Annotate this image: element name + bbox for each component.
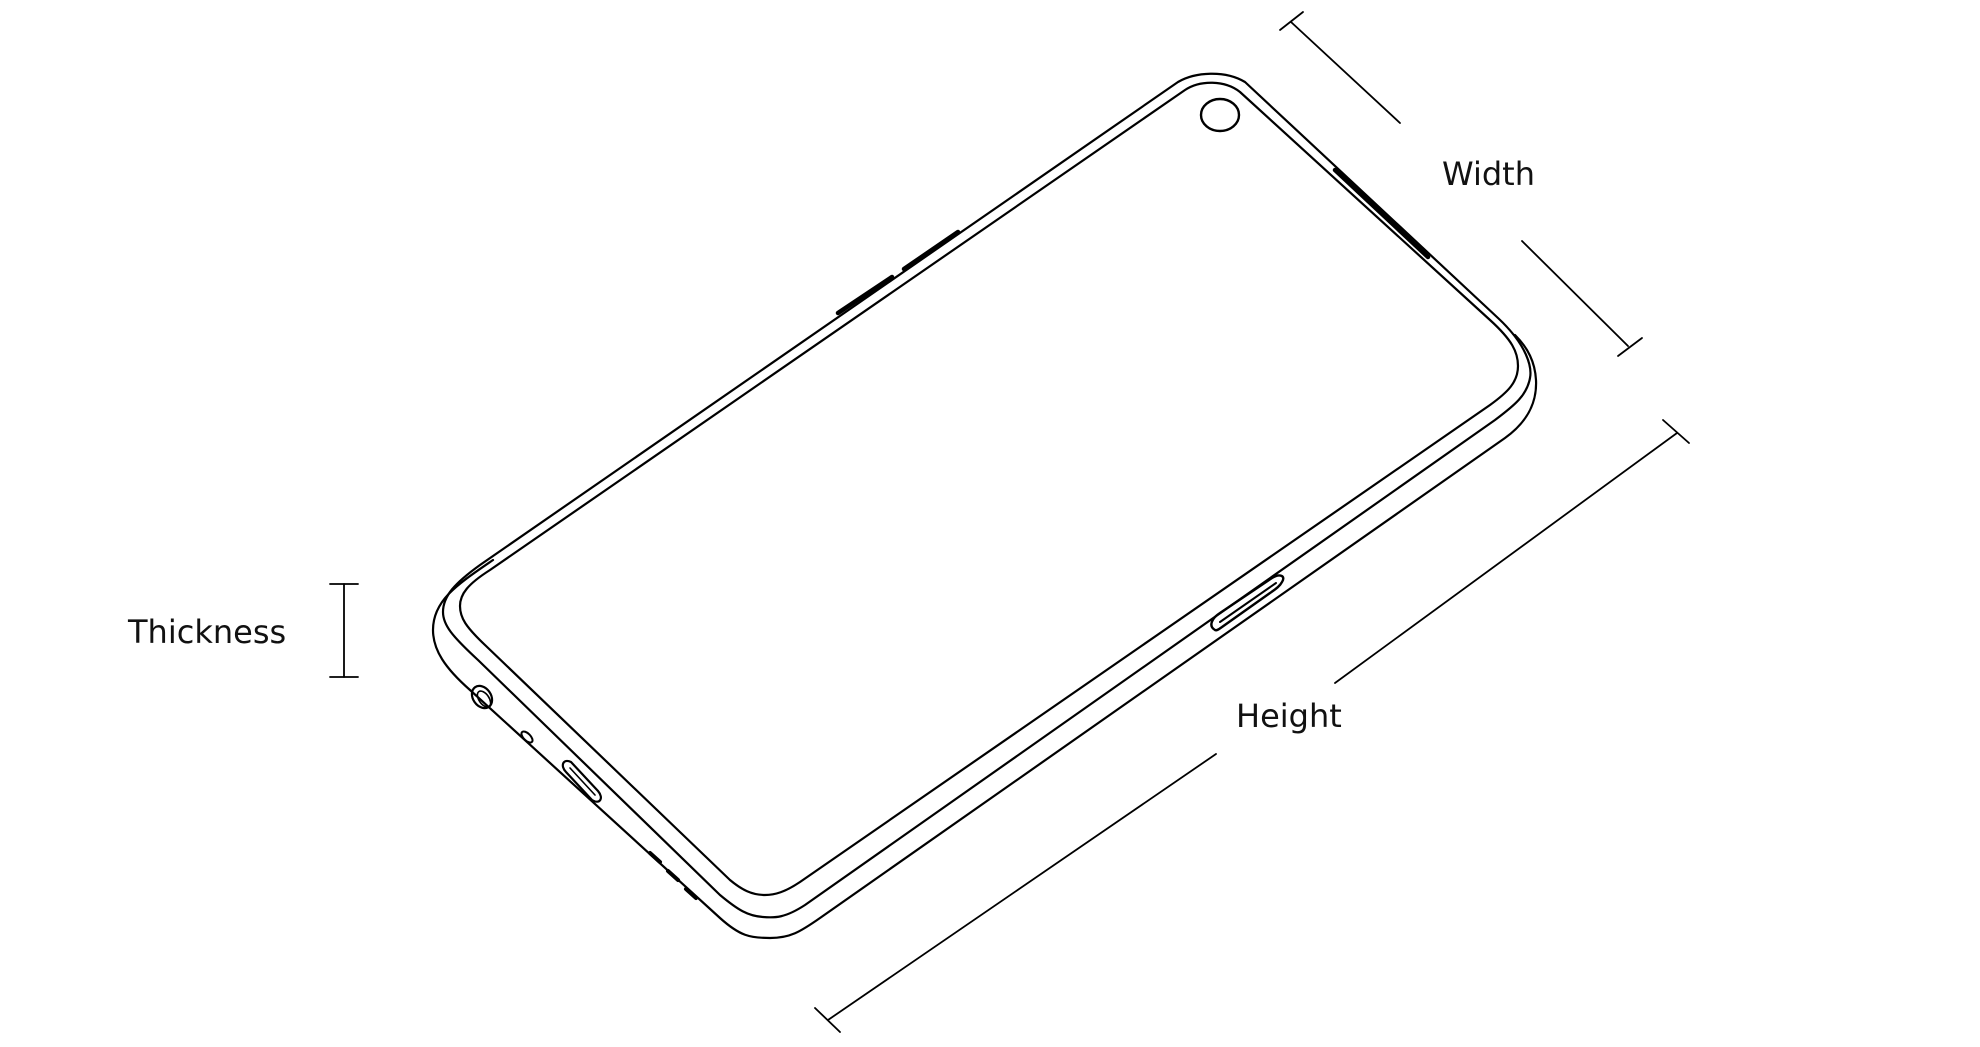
width-label: Width: [1442, 155, 1535, 193]
speaker-grille-icon: [650, 853, 696, 898]
volume-up-button: [838, 277, 892, 313]
height-label: Height: [1236, 697, 1342, 735]
phone-back-edge: [433, 335, 1536, 938]
phone-screen: [460, 83, 1518, 895]
microphone-hole-icon: [520, 730, 535, 745]
side-key: [1335, 170, 1428, 257]
thickness-dimension-line: [330, 584, 358, 677]
headphone-jack-inner: [475, 689, 494, 709]
headphone-jack-icon: [468, 682, 497, 712]
front-camera-icon: [1201, 99, 1239, 131]
usb-c-port-icon: [563, 761, 601, 802]
power-button: [1211, 575, 1283, 630]
volume-down-button: [904, 232, 958, 269]
power-button-inner: [1220, 583, 1276, 622]
height-dimension-line: [815, 420, 1689, 1032]
phone-frame-edge: [443, 74, 1530, 918]
width-dimension-line: [1280, 12, 1642, 356]
usb-c-port-inner: [570, 768, 595, 795]
thickness-label: Thickness: [128, 613, 287, 651]
